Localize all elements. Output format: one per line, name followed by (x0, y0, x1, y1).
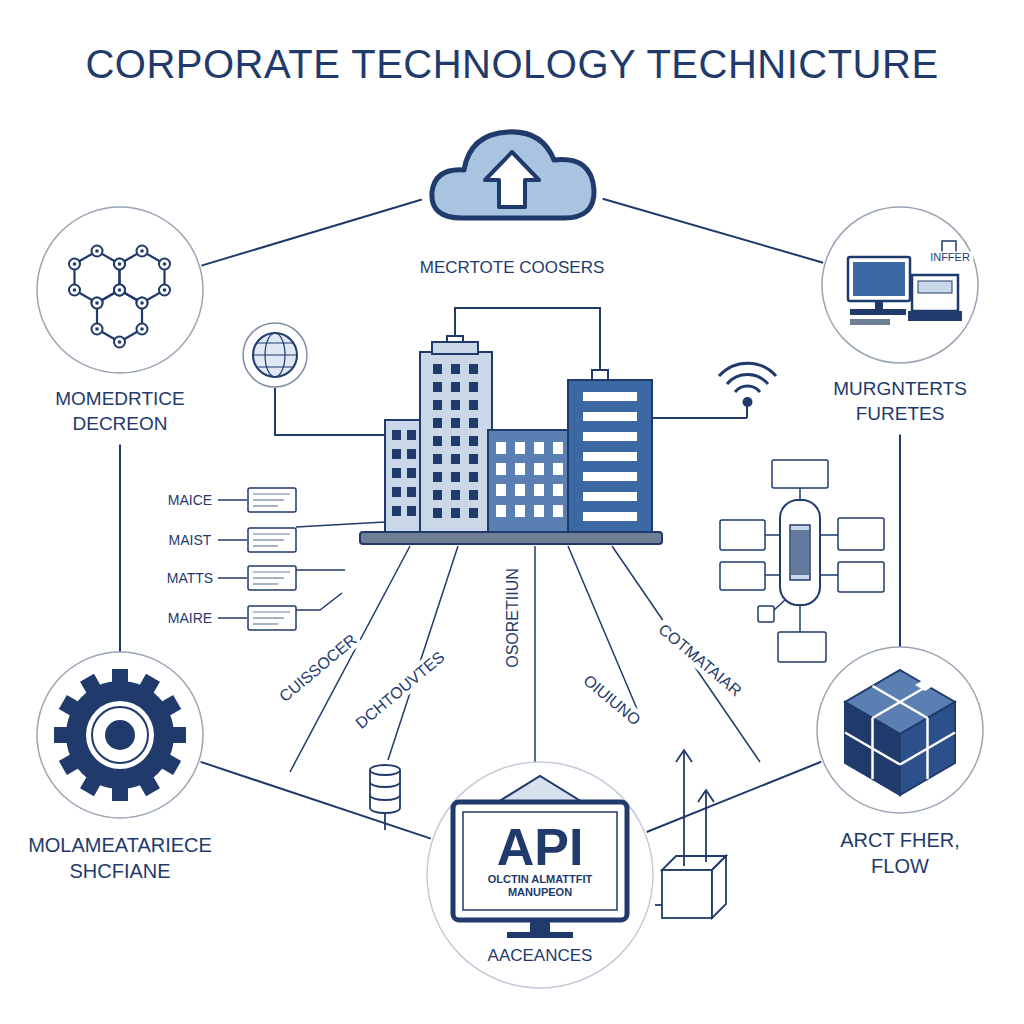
node-label: MURGNTERTS FURETES (818, 377, 983, 426)
node-label: MOMEDRTICE DECREON (40, 387, 200, 436)
text-label: OSORETIIUN (503, 565, 522, 671)
connector (900, 434, 901, 647)
node-shape (35, 650, 205, 820)
node-label: ARCT FHER, FLOW (835, 827, 965, 879)
node-circle: MOLAMEATARIECE SHCFIANE (10, 650, 230, 884)
connector (603, 199, 823, 263)
text-label: MAICE (165, 492, 215, 509)
node-shape (820, 205, 980, 365)
node-circle: ARCT FHER, FLOW (815, 645, 985, 879)
node-circle: MECRTOTE COOSERS (392, 110, 632, 279)
connector (201, 762, 431, 839)
node-api-circle: APIOLCTIN ALMATTFIT MANUPEON AACEANCES (425, 760, 655, 990)
api-caption: OLCTIN ALMATTFIT MANUPEON (470, 873, 610, 899)
connector (120, 444, 121, 652)
node-circle: MURGNTERTS FURETES (815, 205, 985, 426)
node-shape-holder (35, 205, 205, 375)
text-label: MAIST (166, 532, 215, 549)
node-label: MECRTOTE COOSERS (394, 257, 630, 279)
api-heading: API (425, 816, 655, 878)
text-label: MAIRE (165, 610, 215, 627)
node-shape-holder (35, 650, 205, 820)
node-label: MOLAMEATARIECE SHCFIANE (12, 832, 228, 884)
text-label: OIUIUNO (577, 669, 646, 732)
connector (647, 762, 821, 832)
text-label: CUISSOCER (273, 628, 363, 708)
node-circle: MOMEDRTICE DECREON (25, 205, 215, 436)
node-shape (815, 645, 985, 815)
text-label: INFFER (927, 251, 973, 264)
node-shape (412, 110, 612, 235)
text-label: COTMATAIAR (652, 618, 747, 702)
node-shape-holder (815, 645, 985, 815)
text-label: MATTS (164, 570, 216, 587)
node-shape (35, 205, 205, 375)
connector (201, 200, 421, 266)
diagram-title: CORPORATE TECHNOLOGY TECHNICTURE (0, 42, 1024, 87)
node-shape-holder (412, 110, 612, 235)
api-caption: AACEANCES (465, 946, 615, 966)
node-shape-holder (820, 205, 980, 365)
